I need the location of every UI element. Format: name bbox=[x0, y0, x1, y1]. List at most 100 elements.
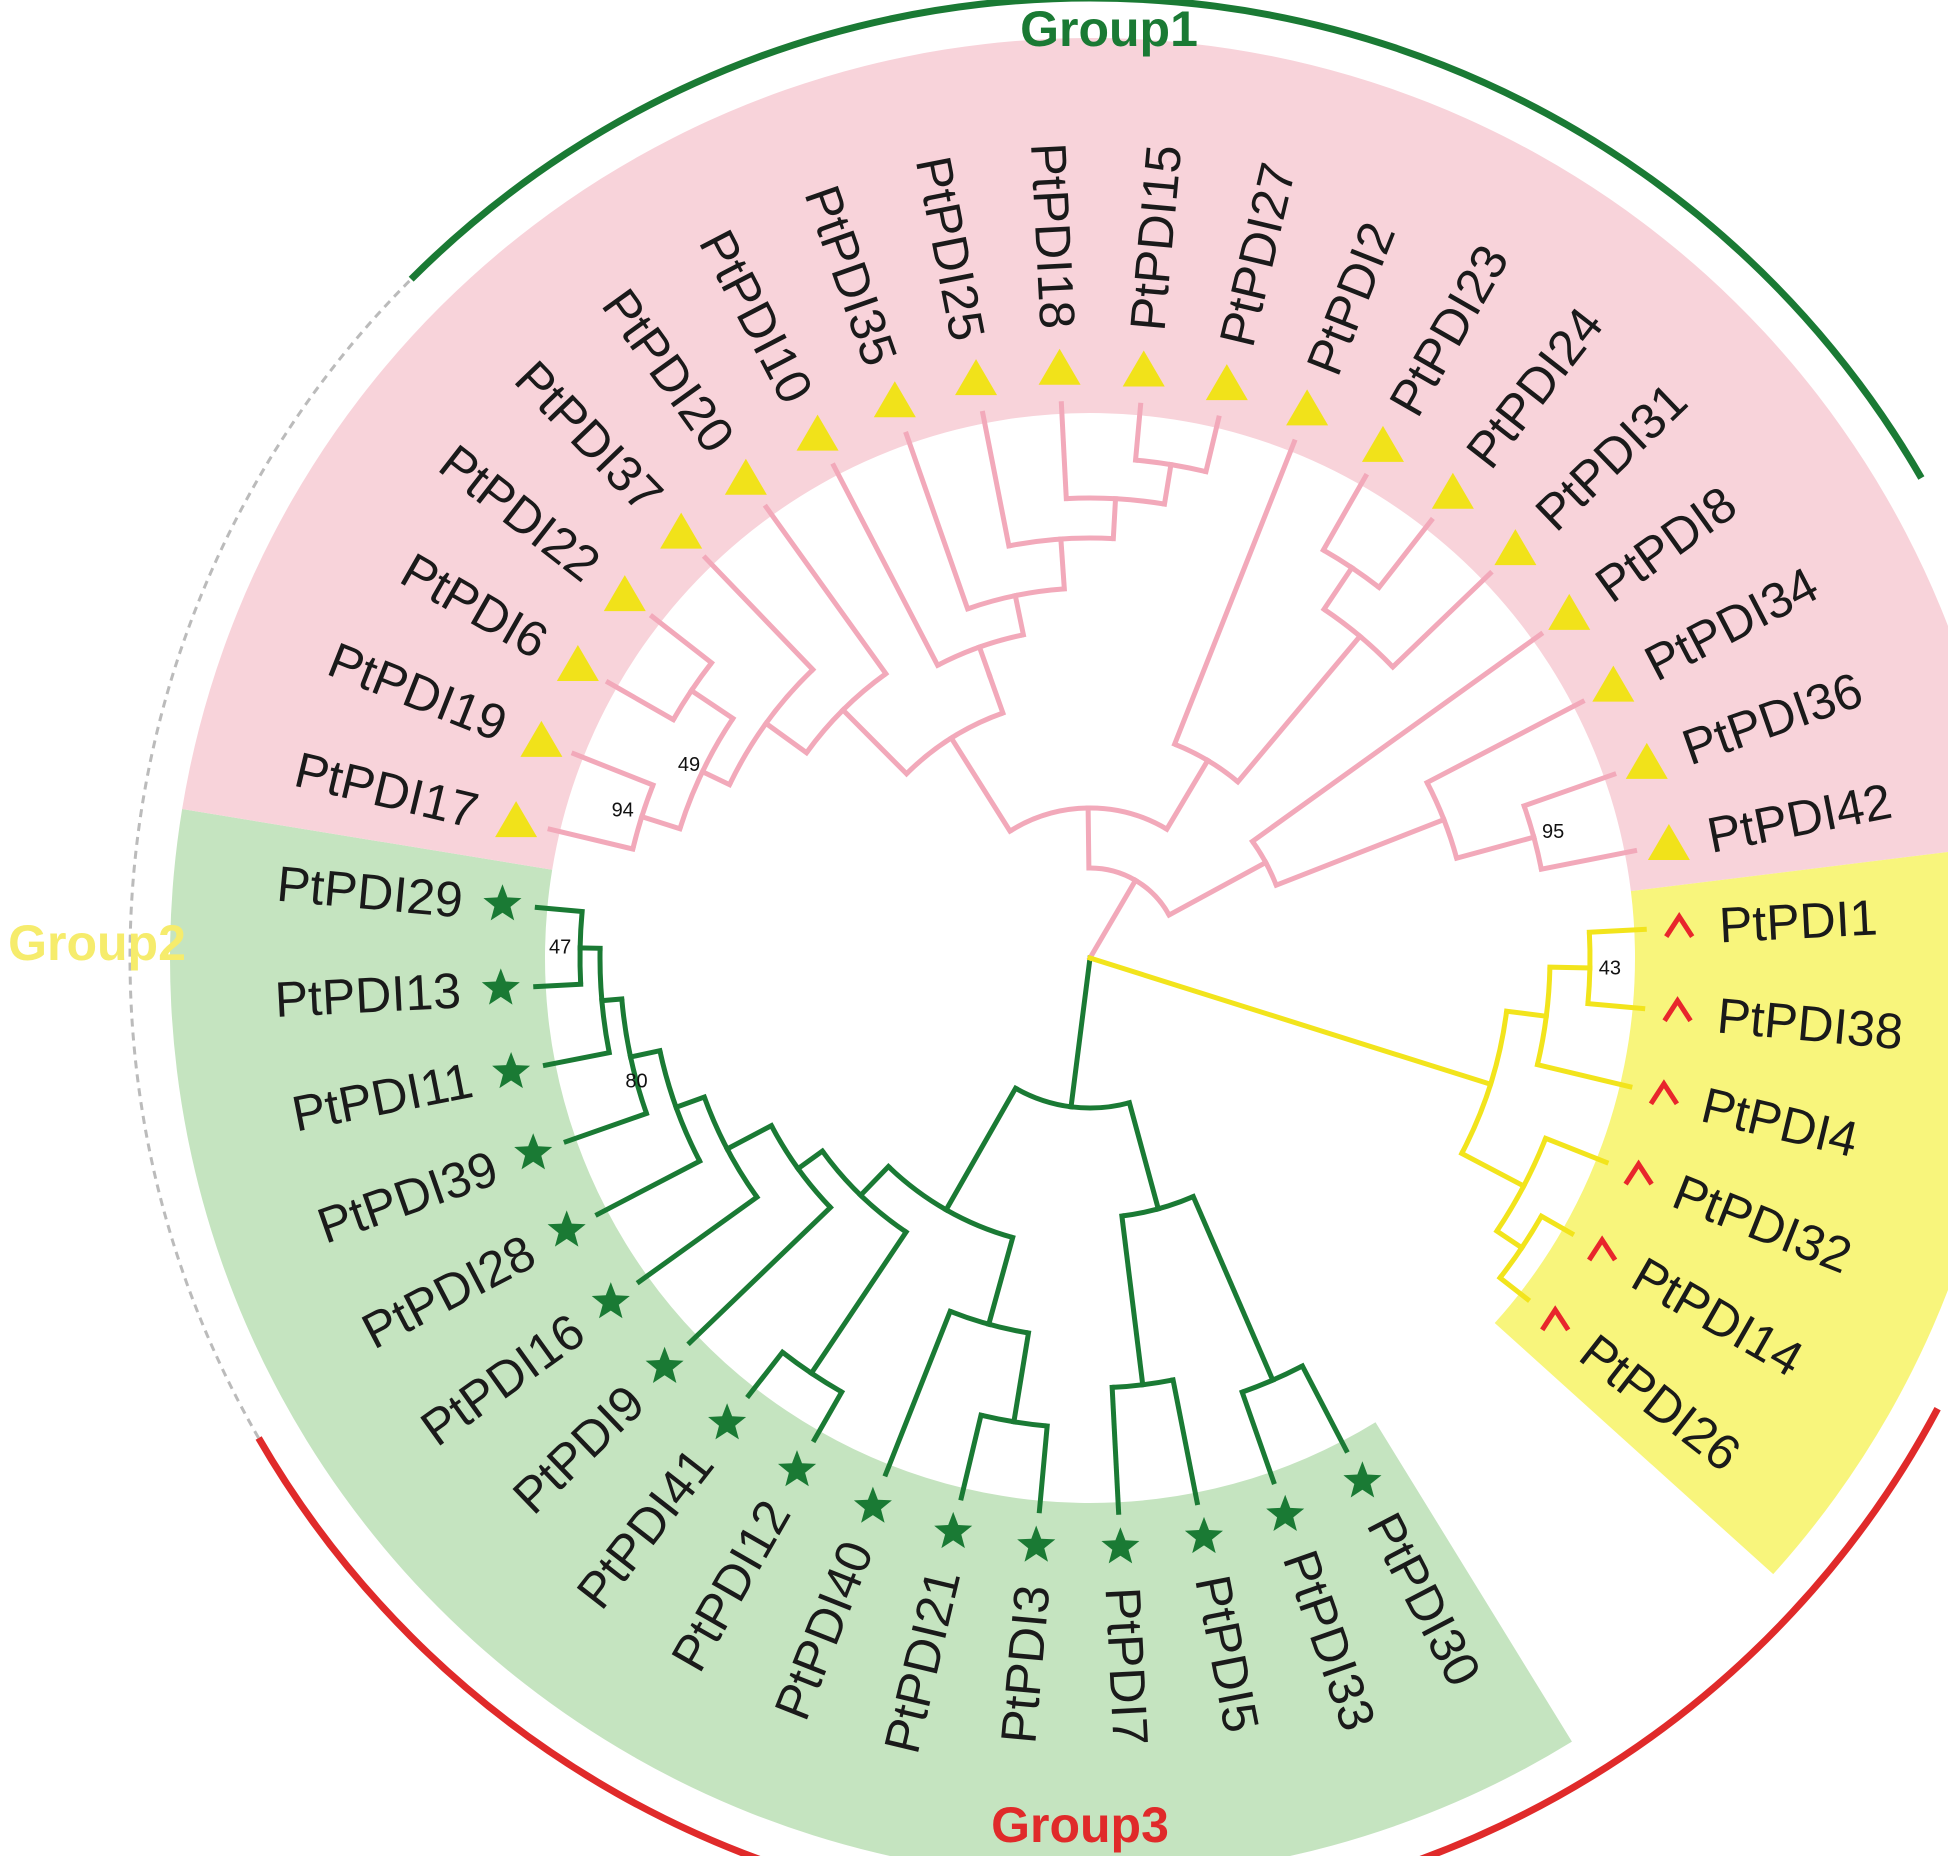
marker-ptpdi8-triangle-icon bbox=[1548, 593, 1591, 630]
branch-80 bbox=[1066, 495, 1165, 507]
branch-98 bbox=[1248, 630, 1545, 845]
group1-label: Group1 bbox=[1020, 1, 1198, 57]
branch-3 bbox=[1121, 1194, 1195, 1219]
marker-ptpdi20-triangle-icon bbox=[724, 458, 767, 495]
branch-108 bbox=[1503, 1008, 1550, 1020]
branch-39 bbox=[599, 996, 625, 1004]
marker-ptpdi30-star-icon bbox=[1343, 1461, 1382, 1498]
branch-118 bbox=[1493, 1227, 1526, 1252]
marker-ptpdi25-triangle-icon bbox=[955, 359, 998, 396]
group-arcs bbox=[128, 0, 1941, 1856]
branch-112 bbox=[1586, 926, 1647, 935]
branch-51 bbox=[904, 710, 1004, 776]
branch-2 bbox=[1126, 1099, 1162, 1212]
branch-62 bbox=[687, 687, 737, 722]
marker-ptpdi42-triangle-icon bbox=[1647, 824, 1690, 861]
branch-1 bbox=[1014, 1086, 1131, 1111]
group-labels: Group1 Group2 Group3 bbox=[8, 1, 1198, 1853]
leaf-label-ptpdi1: PtPDI1 bbox=[1718, 889, 1879, 953]
branch-61 bbox=[570, 750, 657, 789]
branch-85 bbox=[1202, 415, 1222, 475]
branch-65 bbox=[648, 613, 716, 667]
marker-ptpdi29-star-icon bbox=[483, 884, 522, 921]
marker-ptpdi39-star-icon bbox=[514, 1133, 553, 1170]
branch-11 bbox=[1109, 1384, 1122, 1515]
marker-ptpdi16-star-icon bbox=[591, 1282, 630, 1319]
branch-37 bbox=[619, 998, 649, 1115]
marker-ptpdi35-triangle-icon bbox=[873, 381, 916, 418]
branch-58 bbox=[638, 813, 684, 832]
branch-101 bbox=[1423, 698, 1586, 786]
branch-41 bbox=[542, 1049, 613, 1069]
branch-47 bbox=[1088, 865, 1172, 917]
bootstrap-value: 47 bbox=[549, 937, 571, 959]
branch-22 bbox=[820, 1149, 908, 1235]
branch-64 bbox=[604, 678, 677, 724]
marker-ptpdi31-triangle-icon bbox=[1494, 529, 1537, 566]
marker-ptpdi14-caret-icon bbox=[1587, 1235, 1618, 1262]
branch-121 bbox=[1496, 1274, 1532, 1303]
branch-110 bbox=[1547, 964, 1593, 971]
branch-106 bbox=[1086, 954, 1494, 1088]
branch-53 bbox=[804, 671, 888, 755]
branch-38 bbox=[563, 1110, 650, 1145]
marker-ptpdi15-triangle-icon bbox=[1122, 350, 1165, 387]
marker-ptpdi23-triangle-icon bbox=[1361, 425, 1404, 462]
leaf-label-ptpdi7: PtPDI7 bbox=[1095, 1586, 1159, 1747]
branch-70 bbox=[976, 643, 993, 679]
branch-97 bbox=[1250, 839, 1279, 887]
branch-91 bbox=[1320, 564, 1356, 613]
marker-ptpdi26-caret-icon bbox=[1540, 1305, 1571, 1332]
branch-45 bbox=[534, 904, 585, 915]
marker-ptpdi5-star-icon bbox=[1184, 1516, 1223, 1554]
g2-background bbox=[1494, 851, 1948, 1575]
bootstrap-value: 95 bbox=[1542, 821, 1564, 843]
branch-16 bbox=[1011, 1330, 1032, 1425]
group2-arc bbox=[128, 278, 413, 1439]
branch-0 bbox=[1068, 955, 1093, 1110]
branch-81 bbox=[1058, 401, 1069, 502]
marker-ptpdi18-triangle-icon bbox=[1038, 348, 1081, 385]
branch-36 bbox=[627, 1047, 663, 1060]
bootstrap-value: 94 bbox=[612, 800, 634, 822]
branch-34 bbox=[657, 1050, 702, 1163]
marker-ptpdi7-star-icon bbox=[1101, 1527, 1140, 1564]
branch-86 bbox=[1163, 757, 1212, 833]
marker-ptpdi37-triangle-icon bbox=[660, 512, 703, 549]
branch-72 bbox=[830, 462, 941, 669]
branch-63 bbox=[671, 661, 714, 721]
branch-25 bbox=[810, 1388, 846, 1444]
branch-88 bbox=[1171, 438, 1298, 748]
branch-14 bbox=[985, 1234, 1016, 1328]
marker-ptpdi27-triangle-icon bbox=[1205, 364, 1248, 401]
marker-ptpdi36-triangle-icon bbox=[1625, 742, 1668, 779]
group3-arc bbox=[255, 1407, 1941, 1856]
group3-label: Group3 bbox=[991, 1797, 1169, 1853]
group2-label: Group2 bbox=[8, 915, 186, 971]
leaf-markers bbox=[481, 348, 1695, 1564]
branch-73 bbox=[1012, 592, 1027, 638]
branch-4 bbox=[1190, 1193, 1277, 1384]
bootstrap-value: 49 bbox=[678, 754, 700, 776]
branch-52 bbox=[839, 706, 911, 778]
marker-ptpdi17-triangle-icon bbox=[495, 801, 538, 838]
branches bbox=[533, 401, 1647, 1515]
branch-68 bbox=[986, 672, 1007, 717]
marker-ptpdi32-caret-icon bbox=[1623, 1159, 1654, 1186]
branch-28 bbox=[769, 1124, 833, 1210]
branch-55 bbox=[727, 667, 815, 786]
branch-26 bbox=[745, 1348, 786, 1400]
branch-23 bbox=[807, 1228, 910, 1377]
branch-82 bbox=[1161, 461, 1174, 507]
branch-31 bbox=[701, 1096, 760, 1199]
branch-21 bbox=[857, 1162, 892, 1199]
branch-90 bbox=[1322, 607, 1395, 669]
branch-78 bbox=[979, 410, 1012, 549]
branch-94 bbox=[1375, 516, 1435, 591]
branch-67 bbox=[762, 503, 890, 678]
branch-71 bbox=[936, 632, 1024, 668]
marker-ptpdi10-triangle-icon bbox=[796, 414, 839, 451]
leaf-label-ptpdi13: PtPDI13 bbox=[273, 963, 462, 1029]
